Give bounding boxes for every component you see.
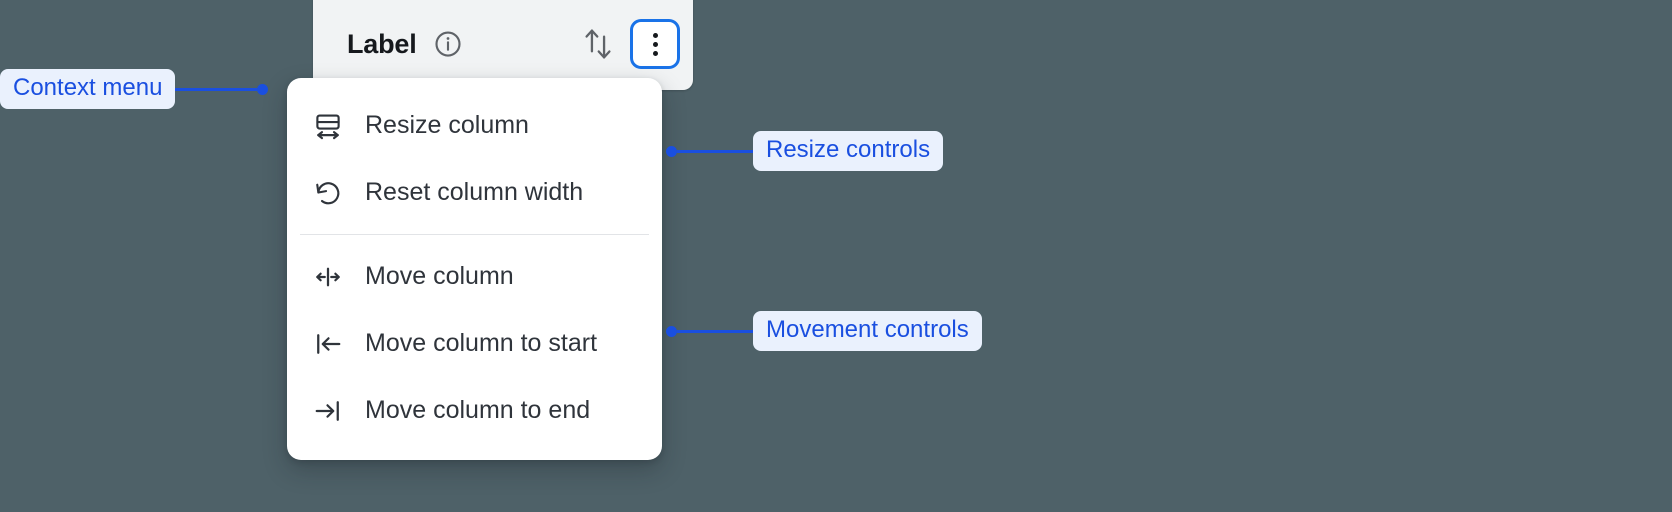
column-header-label: Label <box>347 28 417 59</box>
annotation-dot <box>666 145 677 157</box>
move-column-icon <box>313 262 343 292</box>
annotation-leader-line <box>677 149 753 153</box>
move-to-start-icon <box>313 329 343 359</box>
reset-width-icon <box>313 178 343 208</box>
more-options-button[interactable] <box>633 22 677 66</box>
menu-item-move-column[interactable]: Move column <box>287 243 662 310</box>
menu-item-label: Move column to end <box>365 396 591 424</box>
menu-item-label: Move column <box>365 262 514 290</box>
resize-column-icon <box>313 111 343 141</box>
annotation-label: Context menu <box>0 69 176 109</box>
annotation-movement-controls: Movement controls <box>666 311 982 351</box>
annotation-leader-line <box>677 329 753 333</box>
move-to-end-icon <box>313 396 343 426</box>
menu-item-resize-column[interactable]: Resize column <box>287 92 662 159</box>
annotation-resize-controls: Resize controls <box>666 131 944 171</box>
annotation-dot <box>666 325 677 337</box>
column-context-menu: Resize column Reset column width <box>287 78 662 460</box>
menu-item-reset-column-width[interactable]: Reset column width <box>287 159 662 226</box>
menu-item-move-column-to-start[interactable]: Move column to start <box>287 310 662 377</box>
info-circle-icon[interactable] <box>433 29 463 59</box>
annotation-context-menu: Context menu <box>0 69 269 109</box>
menu-item-label: Reset column width <box>365 178 584 206</box>
sort-arrows-icon[interactable] <box>581 25 615 63</box>
menu-item-label: Move column to start <box>365 329 598 357</box>
annotation-label: Movement controls <box>753 311 982 351</box>
annotation-dot <box>257 83 269 95</box>
annotation-label: Resize controls <box>753 131 944 171</box>
more-vertical-icon <box>652 32 658 56</box>
column-header-panel: Label <box>313 0 693 90</box>
menu-item-move-column-to-end[interactable]: Move column to end <box>287 377 662 444</box>
annotation-leader-line <box>175 87 258 91</box>
menu-separator <box>300 234 649 235</box>
menu-item-label: Resize column <box>365 111 529 139</box>
